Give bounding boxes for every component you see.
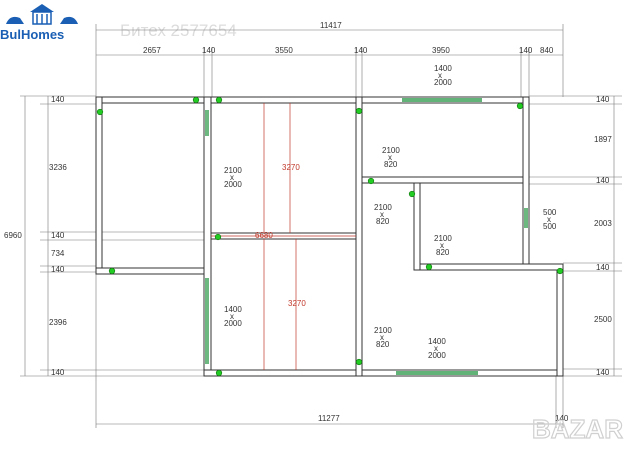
svg-text:x: x xyxy=(230,173,234,182)
opening-left-lower-window: 1400 x 2000 xyxy=(224,305,242,328)
bottom-dimension-lines xyxy=(95,272,564,428)
top-dimension-lines xyxy=(95,24,564,97)
logo-text: BulHomes xyxy=(0,27,64,42)
svg-text:x: x xyxy=(388,153,392,162)
opening-hall-door: 2100 x 820 xyxy=(374,203,392,226)
opening-lower-door: 2100 x 820 xyxy=(374,326,392,349)
opening-small-window: 500 x 500 xyxy=(543,208,557,231)
markers xyxy=(96,96,564,377)
dim-left-seg-5: 140 xyxy=(51,265,65,274)
svg-text:820: 820 xyxy=(376,217,390,226)
dim-left-seg-1: 140 xyxy=(51,95,65,104)
dim-top-seg-3: 3550 xyxy=(275,46,293,55)
svg-text:2100: 2100 xyxy=(224,166,242,175)
dim-left-seg-6: 2396 xyxy=(49,318,67,327)
svg-text:2100: 2100 xyxy=(382,146,400,155)
svg-text:500: 500 xyxy=(543,208,557,217)
opening-upper-room-door: 2100 x 820 xyxy=(382,146,400,169)
logo: BulHomes xyxy=(0,4,78,42)
dim-top-seg-4: 140 xyxy=(354,46,368,55)
right-dimension-lines xyxy=(529,95,622,377)
dim-top-seg-7: 840 xyxy=(540,46,554,55)
svg-text:2100: 2100 xyxy=(434,234,452,243)
svg-text:2100: 2100 xyxy=(374,326,392,335)
dim-right-seg-1: 140 xyxy=(596,95,610,104)
svg-text:2000: 2000 xyxy=(224,319,242,328)
dim-bottom-total: 11277 xyxy=(318,414,340,423)
dim-right-seg-6: 2500 xyxy=(594,315,612,324)
opening-top-window: 1400 x 2000 xyxy=(434,64,452,87)
dim-left-total: 6960 xyxy=(4,231,22,240)
svg-text:x: x xyxy=(380,333,384,342)
dim-right-seg-5: 140 xyxy=(596,263,610,272)
dim-left-seg-2: 3236 xyxy=(49,163,67,172)
opening-bottom-window: 1400 x 2000 xyxy=(428,337,446,360)
svg-text:500: 500 xyxy=(543,222,557,231)
dim-interior-width: 6680 xyxy=(255,231,273,240)
svg-text:2000: 2000 xyxy=(428,351,446,360)
svg-text:2000: 2000 xyxy=(224,180,242,189)
svg-text:1400: 1400 xyxy=(224,305,242,314)
svg-text:x: x xyxy=(230,312,234,321)
dim-left-seg-3: 140 xyxy=(51,231,65,240)
opening-left-upper: 2100 x 2000 xyxy=(224,166,242,189)
dim-left-seg-7: 140 xyxy=(51,368,65,377)
dim-right-seg-2: 1897 xyxy=(594,135,612,144)
dim-top-seg-5: 3950 xyxy=(432,46,450,55)
svg-text:x: x xyxy=(434,344,438,353)
dim-top-seg-6: 140 xyxy=(519,46,533,55)
dim-top-total: 11417 xyxy=(320,21,342,30)
svg-text:820: 820 xyxy=(384,160,398,169)
red-dimension-lines xyxy=(211,103,356,370)
svg-text:2100: 2100 xyxy=(374,203,392,212)
dim-bottom-right: 140 xyxy=(555,414,569,423)
dim-room-height-lower: 3270 xyxy=(288,299,306,308)
svg-text:1400: 1400 xyxy=(428,337,446,346)
house-with-bulls-icon xyxy=(6,4,78,25)
svg-text:x: x xyxy=(380,210,384,219)
svg-text:x: x xyxy=(438,71,442,80)
svg-text:820: 820 xyxy=(436,248,450,257)
svg-text:820: 820 xyxy=(376,340,390,349)
dim-top-seg-2: 140 xyxy=(202,46,216,55)
bazar-watermark: BAZAR xyxy=(532,414,623,444)
svg-text:x: x xyxy=(547,215,551,224)
dim-room-height-upper: 3270 xyxy=(282,163,300,172)
left-dimension-lines xyxy=(20,95,204,377)
dim-right-seg-4: 2003 xyxy=(594,219,612,228)
svg-text:2000: 2000 xyxy=(434,78,452,87)
walls xyxy=(95,96,564,377)
dim-right-seg-7: 140 xyxy=(596,368,610,377)
dim-left-seg-4: 734 xyxy=(51,249,65,258)
dim-right-seg-3: 140 xyxy=(596,176,610,185)
opening-small-room-door: 2100 x 820 xyxy=(434,234,452,257)
dim-top-seg-1: 2657 xyxy=(143,46,161,55)
svg-text:1400: 1400 xyxy=(434,64,452,73)
windows xyxy=(205,98,528,375)
svg-text:x: x xyxy=(440,241,444,250)
watermark-id: Битех 2577654 xyxy=(120,21,237,40)
